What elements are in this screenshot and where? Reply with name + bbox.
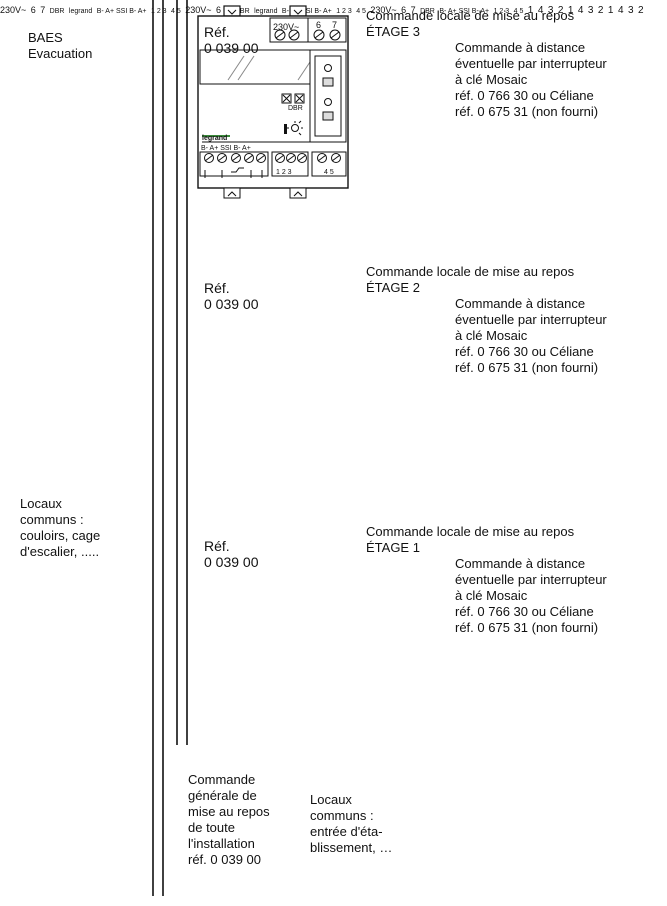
svg-text:230V~: 230V~ [273, 22, 299, 32]
svg-text:4 5: 4 5 [324, 169, 334, 176]
floor-3-ref: Réf. 0 039 00 [204, 24, 259, 56]
svg-text:6: 6 [316, 20, 321, 30]
locaux-communs-label-2: Locaux communs : entrée d'éta- blissemen… [310, 792, 393, 855]
module-etage-3: 230V~ 6 7 DBR legrand B- A+ SSI B- A+ 1 … [197, 5, 349, 199]
floor-2-remote-text: Commande à distance éventuelle par inter… [455, 296, 607, 375]
module-etage-2: 230V~ 6 7 DBR legrand B- A+ SSI B- A+ 1 … [0, 5, 181, 15]
svg-text:DBR: DBR [288, 105, 303, 112]
floor-2-title: Commande locale de mise au repos ÉTAGE 2 [366, 264, 575, 295]
baes-label: BAES Evacuation [28, 30, 93, 61]
floor-1-title: Commande locale de mise au repos ÉTAGE 1 [366, 524, 575, 555]
svg-text:7: 7 [332, 20, 337, 30]
svg-text:1 2 3: 1 2 3 [276, 169, 292, 176]
floor-2-ref: Réf. 0 039 00 [204, 280, 259, 312]
key-switch-etage-2: 1 4 3 2 [567, 5, 604, 16]
svg-text:B- A+ SSI B- A+: B- A+ SSI B- A+ [201, 145, 251, 152]
floor-3-title: Commande locale de mise au repos ÉTAGE 3 [366, 8, 575, 39]
floor-1-remote-text: Commande à distance éventuelle par inter… [455, 556, 607, 635]
module-general: 230V~ 6 7 DBR B- A+ SSI B- A+ 1 2 3 4 [370, 5, 524, 15]
floor-1-ref: Réf. 0 039 00 [204, 538, 259, 570]
floor-3-remote-text: Commande à distance éventuelle par inter… [455, 40, 607, 119]
key-switch-etage-1: 1 4 3 2 [607, 5, 644, 16]
locaux-communs-label-1: Locaux communs : couloirs, cage d'escali… [20, 496, 101, 559]
key-switch-etage-3: 1 4 3 2 [527, 5, 564, 16]
bus-lines [152, 0, 188, 896]
svg-text:legrand: legrand [202, 135, 227, 142]
commande-generale-label: Commande générale de mise au repos de to… [188, 772, 270, 867]
